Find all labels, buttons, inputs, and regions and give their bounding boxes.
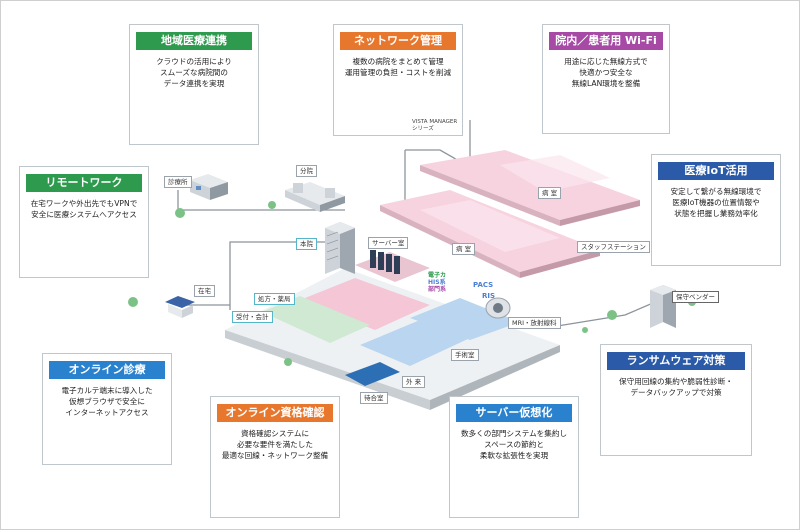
box-title: オンライン資格確認 [217,404,333,422]
label-ris: RIS [482,292,496,300]
label-pharmacy: 処方・薬局 [254,293,295,305]
vista-manager-label: VISTA MANAGER シリーズ [412,119,458,132]
box-description: 用途に応じた無線方式で 快適かつ安全な 無線LAN環境を整備 [564,57,648,88]
main-hospital-floor [225,250,560,410]
ward-floor-upper [420,150,640,226]
box-wifi: 院内／患者用 Wi-Fi 用途に応じた無線方式で 快適かつ安全な 無線LAN環境… [542,24,670,134]
box-title: 院内／患者用 Wi-Fi [549,32,663,50]
label-server-room: サーバー室 [368,237,409,249]
label-ward-upper: 病 室 [538,187,562,199]
box-regional-collaboration: 地域医療連携 クラウドの活用により スムーズな病院間の データ連携を実現 [129,24,259,145]
box-description: 資格確認システムに 必要な要件を満たした 最適な回線・ネットワーク整備 [221,429,329,460]
label-staff-station: スタッフステーション [577,241,650,253]
box-network-management: ネットワーク管理 複数の病院をまとめて管理 運用管理の負担・コストを削減 VIS… [333,24,463,136]
box-description: 電子カルテ端末に導入した 仮想ブラウザで安全に インターネットアクセス [61,386,153,417]
label-clinic: 診療所 [164,176,192,188]
clinic-building [190,174,228,200]
home-building [165,296,195,318]
box-medical-iot: 医療IoT活用 安定して繋がる無線環境で 医療IoT機器の位置情報や 状態を把握… [651,154,781,266]
label-mri: MRI・放射線科 [508,317,561,329]
box-description: 在宅ワークや外出先でもVPNで 安全に医療システムへアクセス [30,199,138,219]
label-surgery: 手術室 [451,349,479,361]
box-server-virtualization: サーバー仮想化 数多くの部門システムを集約し スペースの節約と 柔軟な拡張性を実… [449,396,579,518]
label-home: 在宅 [194,285,215,297]
label-pacs: PACS [473,281,494,289]
main-hospital-tower [325,222,355,274]
label-his-group: 電子カ HIS系 部門系 [428,272,447,293]
box-title: 地域医療連携 [136,32,252,50]
label-ward-lower: 病 室 [452,243,476,255]
box-remote-work: リモートワーク 在宅ワークや外出先でもVPNで 安全に医療システムへアクセス [19,166,149,278]
box-online-qualification: オンライン資格確認 資格確認システムに 必要な要件を満たした 最適な回線・ネット… [210,396,340,518]
box-title: ネットワーク管理 [340,32,456,50]
label-outpatient: 外 来 [402,376,426,388]
box-title: ランサムウェア対策 [607,352,745,370]
label-waiting-room: 待合室 [360,392,388,404]
box-title: リモートワーク [26,174,142,192]
box-ransomware-protection: ランサムウェア対策 保守用回線の集約や脆弱性診断・ データバックアップで対策 [600,344,752,456]
box-title: オンライン診療 [49,361,165,379]
branch-hospital [285,182,345,212]
label-main-hospital: 本院 [296,238,317,250]
box-description: 複数の病院をまとめて管理 運用管理の負担・コストを削減 [344,57,452,77]
label-reception: 受付・会計 [232,311,273,323]
box-description: 数多くの部門システムを集約し スペースの節約と 柔軟な拡張性を実現 [460,429,568,460]
box-title: サーバー仮想化 [456,404,572,422]
box-description: クラウドの活用により スムーズな病院間の データ連携を実現 [156,57,232,88]
box-description: 安定して繋がる無線環境で 医療IoT機器の位置情報や 状態を把握し業務効率化 [670,187,762,218]
box-description: 保守用回線の集約や脆弱性診断・ データバックアップで対策 [619,377,733,397]
ward-floor-lower [380,190,600,278]
box-title: 医療IoT活用 [658,162,774,180]
label-maintenance-vendor: 保守ベンダー [672,291,719,303]
label-branch: 分院 [296,165,317,177]
box-online-consultation: オンライン診療 電子カルテ端末に導入した 仮想ブラウザで安全に インターネットア… [42,353,172,465]
